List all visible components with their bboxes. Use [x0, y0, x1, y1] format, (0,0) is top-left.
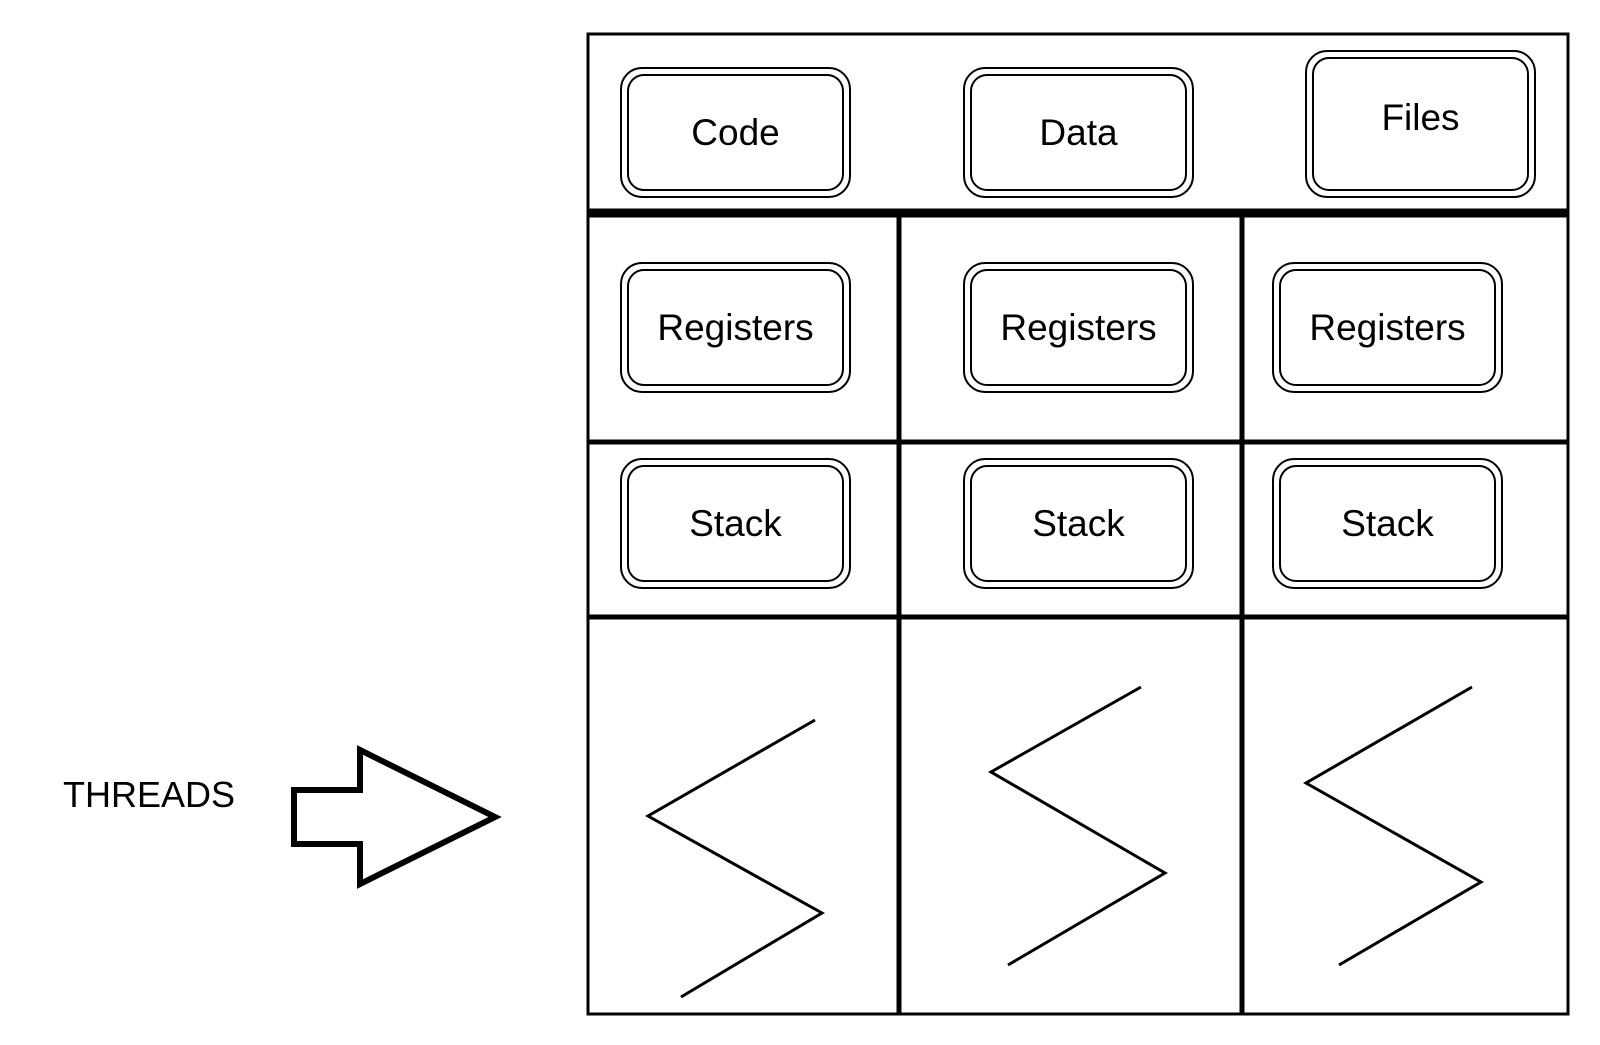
- process-frame: [586, 32, 1570, 1016]
- stack-label: Stack: [970, 465, 1187, 582]
- data-box: Data: [963, 67, 1194, 198]
- code-label: Code: [627, 74, 844, 191]
- zigzag-thread-icon: [644, 718, 826, 999]
- registers-label: Registers: [627, 269, 844, 386]
- files-box: Files: [1305, 50, 1536, 198]
- zigzag-thread-icon: [1302, 685, 1485, 967]
- files-label: Files: [1312, 57, 1529, 191]
- stack-label: Stack: [1279, 465, 1496, 582]
- thread-1-registers-box: Registers: [620, 262, 851, 393]
- threads-label: THREADS: [63, 774, 236, 815]
- registers-label: Registers: [970, 269, 1187, 386]
- code-box: Code: [620, 67, 851, 198]
- thread-1-stack-box: Stack: [620, 458, 851, 589]
- stack-label: Stack: [627, 465, 844, 582]
- zigzag-thread-icon: [987, 685, 1168, 967]
- thread-3-registers-box: Registers: [1272, 262, 1503, 393]
- registers-label: Registers: [1279, 269, 1496, 386]
- data-label: Data: [970, 74, 1187, 191]
- thread-2-stack-box: Stack: [963, 458, 1194, 589]
- thread-2-registers-box: Registers: [963, 262, 1194, 393]
- thread-3-stack-box: Stack: [1272, 458, 1503, 589]
- arrow-right-icon: [291, 745, 502, 889]
